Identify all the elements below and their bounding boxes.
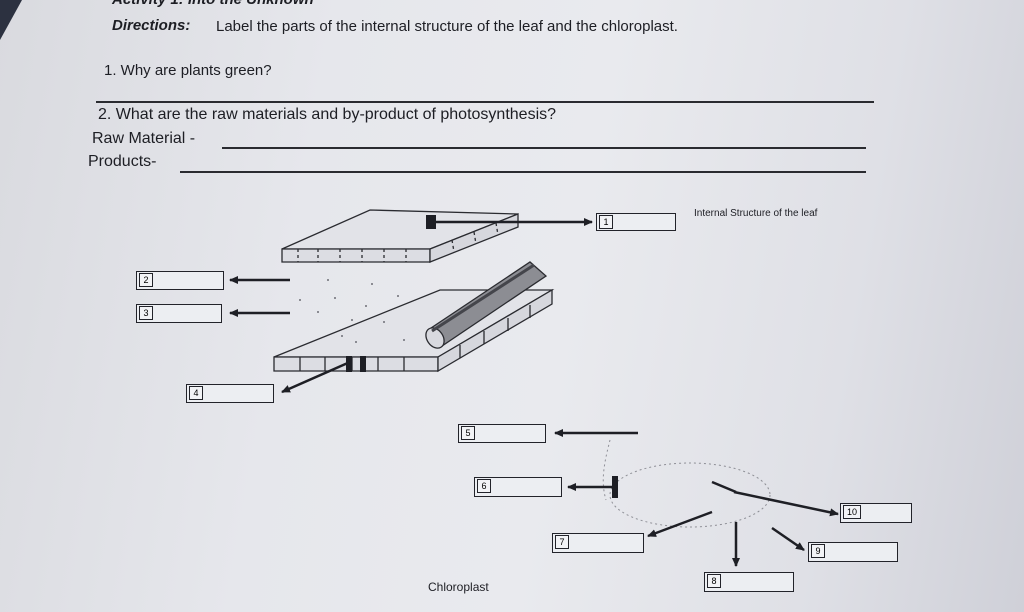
label-number: 9 xyxy=(811,544,825,558)
label-number: 7 xyxy=(555,535,569,549)
label-number: 10 xyxy=(843,505,861,519)
label-box-7[interactable]: 7 xyxy=(552,533,644,553)
label-box-10[interactable]: 10 xyxy=(840,503,912,523)
label-box-8[interactable]: 8 xyxy=(704,572,794,592)
label-box-6[interactable]: 6 xyxy=(474,477,562,497)
label-box-2[interactable]: 2 xyxy=(136,271,224,290)
label-number: 8 xyxy=(707,574,721,588)
activity-title: Activity 1: Into the Unknown xyxy=(112,0,314,8)
question-2: 2. What are the raw materials and by-pro… xyxy=(98,106,557,123)
label-number: 3 xyxy=(139,306,153,320)
label-number: 4 xyxy=(189,386,203,400)
label-box-5[interactable]: 5 xyxy=(458,424,546,443)
leaf-lower-layer-drawing xyxy=(273,288,555,373)
directions-text: Label the parts of the internal structur… xyxy=(216,18,678,35)
label-number: 1 xyxy=(599,215,613,229)
label-box-9[interactable]: 9 xyxy=(808,542,898,562)
products-answer-line[interactable] xyxy=(180,171,866,173)
raw-material-label: Raw Material - xyxy=(92,130,196,147)
label-box-3[interactable]: 3 xyxy=(136,304,222,323)
leaf-pointer-arrows xyxy=(229,215,593,394)
label-box-4[interactable]: 4 xyxy=(186,384,274,403)
label-box-1[interactable]: 1 xyxy=(596,213,676,231)
leaf-mesophyll-dots xyxy=(299,279,405,343)
products-label: Products- xyxy=(88,153,157,170)
chloroplast-outline-drawing xyxy=(602,439,771,528)
answer-line-1[interactable] xyxy=(96,101,874,103)
label-number: 6 xyxy=(477,479,491,493)
label-number: 5 xyxy=(461,426,475,440)
leaf-upper-layer-drawing xyxy=(281,209,519,263)
directions-label: Directions: xyxy=(112,17,191,34)
chloroplast-caption: Chloroplast xyxy=(428,580,489,594)
leaf-vein-drawing xyxy=(425,261,548,349)
leaf-diagram-caption: Internal Structure of the leaf xyxy=(694,208,818,219)
chloroplast-pointer-arrows xyxy=(554,429,839,567)
label-number: 2 xyxy=(139,273,153,287)
question-1: 1. Why are plants green? xyxy=(104,62,272,79)
raw-material-answer-line[interactable] xyxy=(222,147,866,149)
